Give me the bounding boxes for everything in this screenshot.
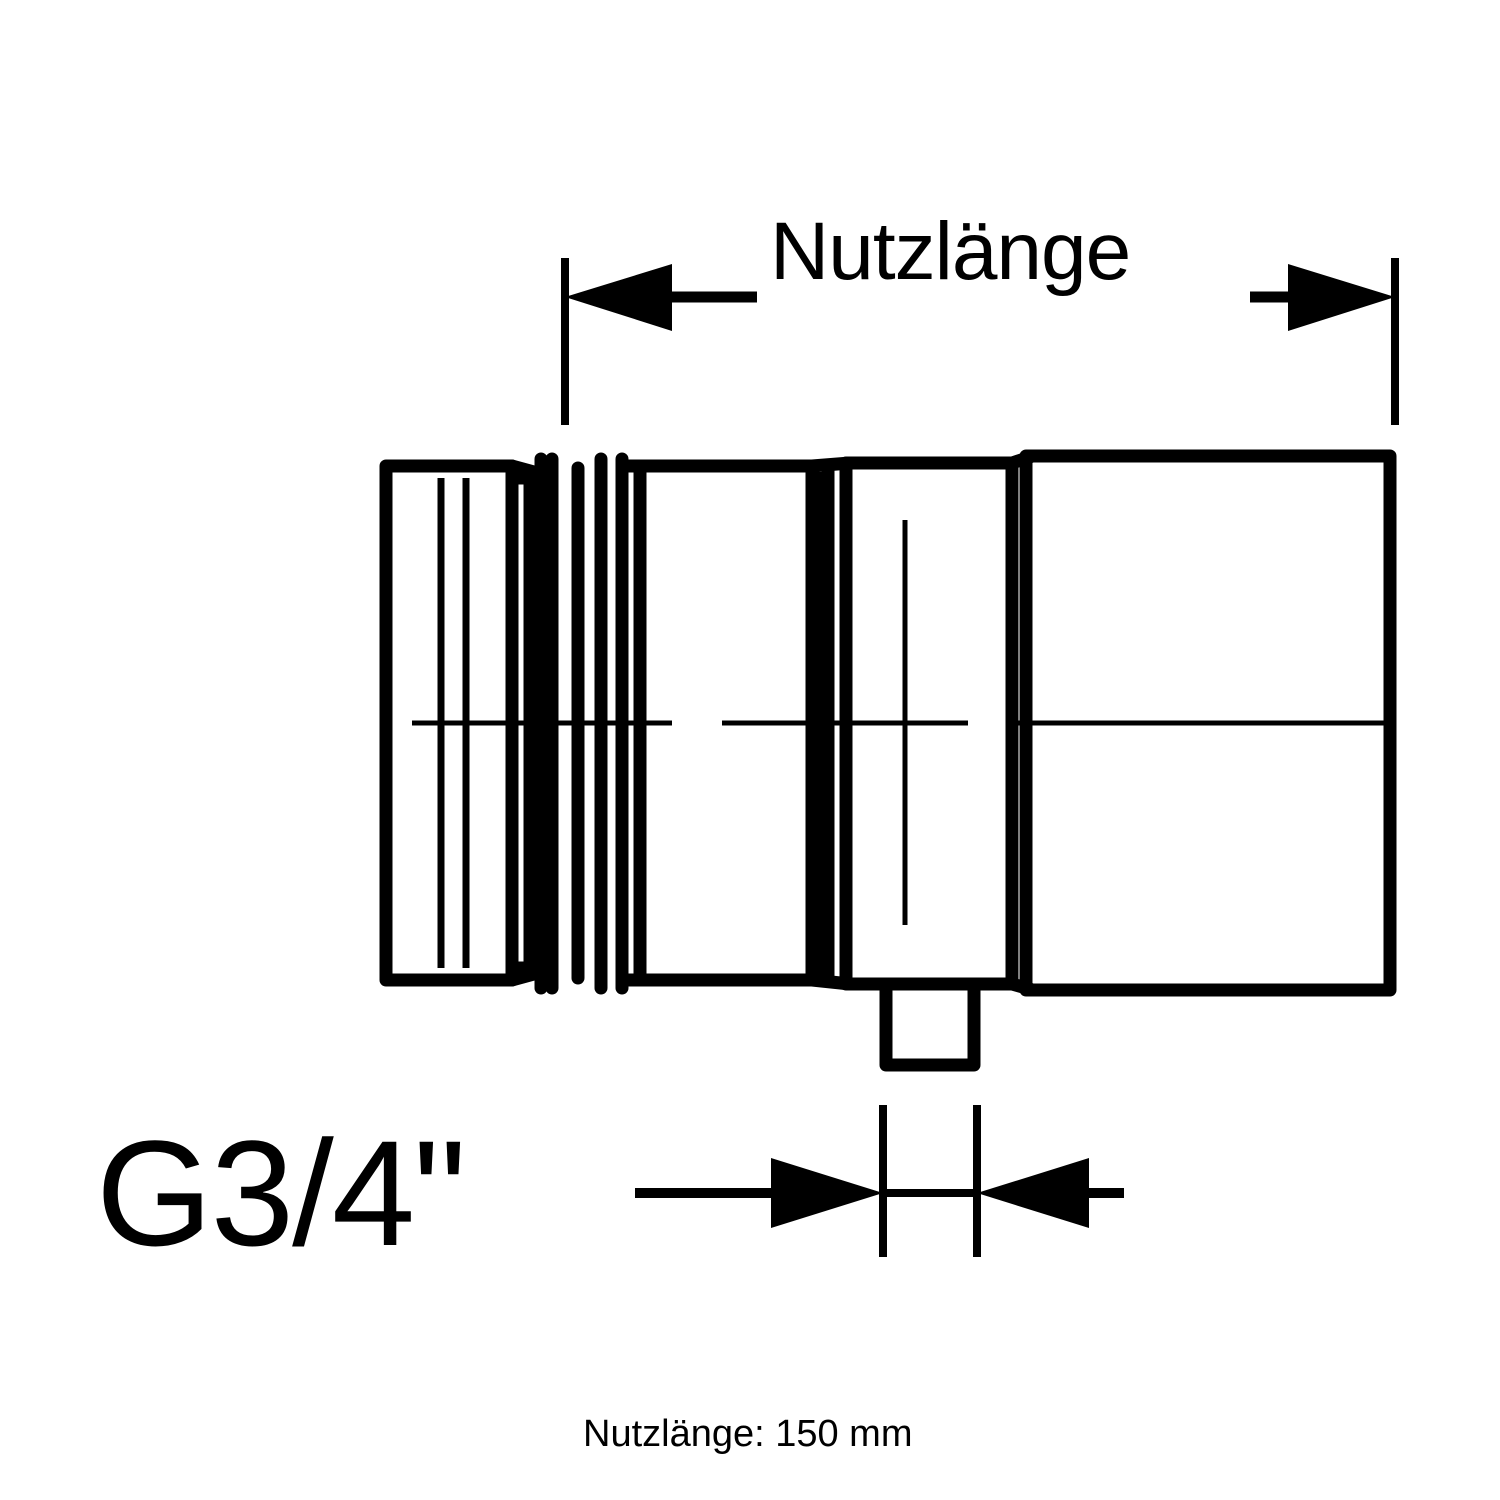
thread-size-label: G3/4" [96,1109,466,1277]
dimension-arrow-left [565,264,672,331]
edge-top-collar-to-end [1005,450,1037,470]
dimension-label-nutzlaenge: Nutzlänge [770,206,1131,297]
segment-joining-edges [505,450,1037,996]
edge-bot-collar-to-end [1005,977,1037,996]
centerlines [412,520,1390,925]
edge-bot-mid-to-collar [805,973,857,991]
stub-arrow-right [977,1158,1089,1228]
drawing-caption: Nutzlänge: 150 mm [583,1413,913,1455]
stub-arrow-left [771,1158,883,1228]
edge-top-mid-to-collar [805,456,857,473]
dimension-nutzlaenge [561,258,1399,425]
end-block-outline [1019,449,1397,997]
dimension-stub-width [635,1105,1124,1257]
dimension-arrow-right [1288,264,1395,331]
edge-top-nipple-to-rib [505,459,541,479]
edge-bot-nipple-to-rib [505,967,541,987]
bottom-stub-outline [879,977,981,1072]
